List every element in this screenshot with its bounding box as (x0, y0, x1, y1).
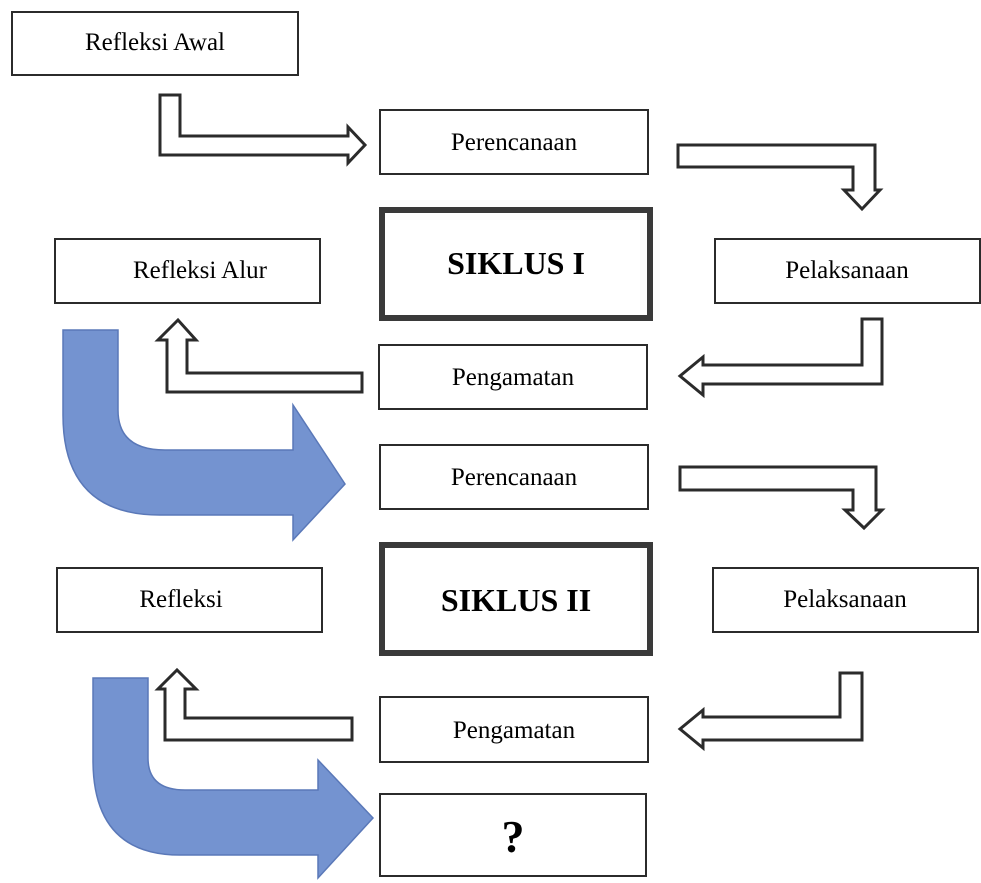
planning-label-2: Perencanaan (451, 464, 578, 491)
arrow-implementation-to-observation-2 (677, 671, 864, 752)
implementation-box-2: Pelaksanaan (712, 567, 979, 633)
cycle2-title-box: SIKLUS II (379, 542, 653, 656)
implementation-box-1: Pelaksanaan (714, 238, 981, 304)
observation-label-1: Pengamatan (452, 364, 575, 391)
cycle1-title: SIKLUS I (447, 245, 585, 281)
next-step-box: ? (379, 793, 647, 877)
initial-reflection-box: Refleksi Awal (11, 11, 299, 76)
cycle2-to-next-arrow (92, 677, 375, 880)
arrow-planning-to-implementation-1 (676, 143, 884, 212)
cycle1-title-box: SIKLUS I (379, 207, 653, 321)
cycle1-to-cycle2-arrow (62, 329, 346, 542)
cycle2-title: SIKLUS II (441, 582, 591, 618)
arrow-observation-to-reflection-2 (154, 667, 354, 742)
implementation-label-2: Pelaksanaan (783, 586, 907, 613)
reflection-label-1: Refleksi Alur (133, 257, 268, 284)
arrow-planning-to-implementation-2 (678, 465, 886, 531)
planning-label-1: Perencanaan (451, 129, 578, 156)
planning-box-1: Perencanaan (379, 109, 649, 175)
planning-box-2: Perencanaan (379, 444, 649, 510)
arrow-implementation-to-observation-1 (677, 317, 884, 399)
reflection-box-1: Refleksi Alur (54, 238, 321, 304)
observation-label-2: Pengamatan (453, 717, 576, 744)
next-step-label: ? (502, 811, 525, 862)
arrow-observation-to-reflection-1 (154, 317, 364, 394)
reflection-box-2: Refleksi (56, 567, 323, 633)
initial-reflection-label: Refleksi Awal (85, 29, 225, 56)
implementation-label-1: Pelaksanaan (785, 257, 909, 284)
observation-box-2: Pengamatan (379, 696, 649, 763)
arrow-initial-to-planning-1 (158, 93, 368, 167)
observation-box-1: Pengamatan (378, 344, 648, 410)
reflection-label-2: Refleksi (139, 586, 222, 613)
